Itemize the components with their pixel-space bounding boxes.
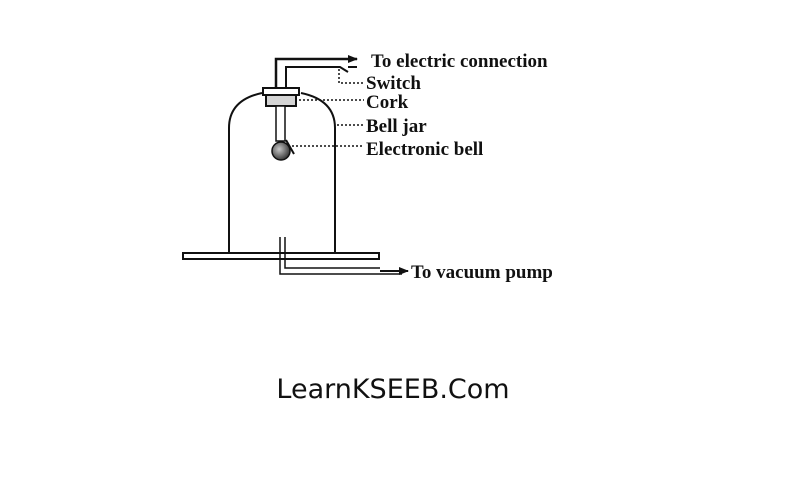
bell-jar-outline (228, 92, 336, 253)
label-cork: Cork (366, 92, 409, 113)
pump-pipe-inner (284, 237, 380, 269)
label-vacuum-pump: To vacuum pump (411, 262, 553, 283)
wire-inner (285, 66, 349, 88)
pump-pipe (279, 237, 402, 275)
cork (262, 87, 300, 96)
bell-rod (275, 105, 286, 142)
watermark: LearnKSEEB.Com (276, 374, 510, 405)
switch-leader (338, 69, 364, 84)
label-switch: Switch (366, 73, 421, 94)
electronic-bell (271, 141, 291, 161)
label-electric-connection: To electric connection (371, 51, 548, 72)
wire-outer (274, 55, 358, 88)
label-bell-jar: Bell jar (366, 116, 427, 137)
bell-clapper (285, 139, 295, 155)
label-electronic-bell: Electronic bell (366, 139, 483, 160)
base-plate (182, 252, 380, 260)
cork-lower (265, 94, 297, 107)
